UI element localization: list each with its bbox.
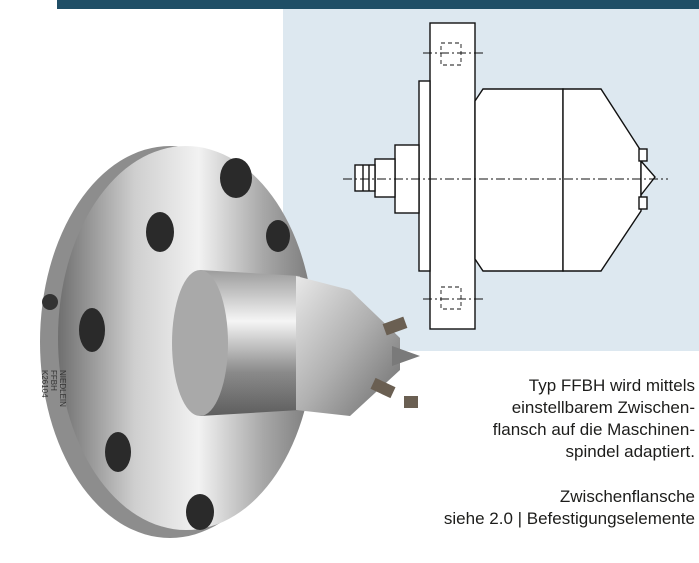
brand-logo-icon bbox=[42, 294, 58, 310]
marking-brand: NIEDLEIN bbox=[58, 370, 67, 407]
product-caption: Typ FFBH wird mittels einstellbarem Zwis… bbox=[365, 375, 695, 463]
product-photo: NIEDLEIN FFBH K26104 bbox=[40, 146, 420, 538]
center-lines bbox=[343, 52, 668, 300]
reference-title: Zwischenflansche bbox=[559, 487, 695, 506]
marking-model: FFBH bbox=[49, 370, 58, 391]
caption-line: Typ FFBH wird mittels bbox=[528, 376, 695, 395]
cross-reference: Zwischenflansche siehe 2.0 | Befestigung… bbox=[335, 486, 695, 530]
hidden-lines bbox=[440, 42, 462, 310]
technical-drawing bbox=[343, 22, 668, 330]
marking-code: K26104 bbox=[40, 370, 49, 398]
product-marking: NIEDLEIN FFBH K26104 bbox=[40, 370, 67, 407]
caption-line: einstellbarem Zwischen- bbox=[511, 398, 695, 417]
reference-link-text: siehe 2.0 | Befestigungselemente bbox=[443, 509, 695, 528]
top-accent-bar bbox=[57, 0, 699, 9]
caption-line: spindel adaptiert. bbox=[565, 442, 695, 461]
caption-line: flansch auf die Maschinen- bbox=[492, 420, 695, 439]
